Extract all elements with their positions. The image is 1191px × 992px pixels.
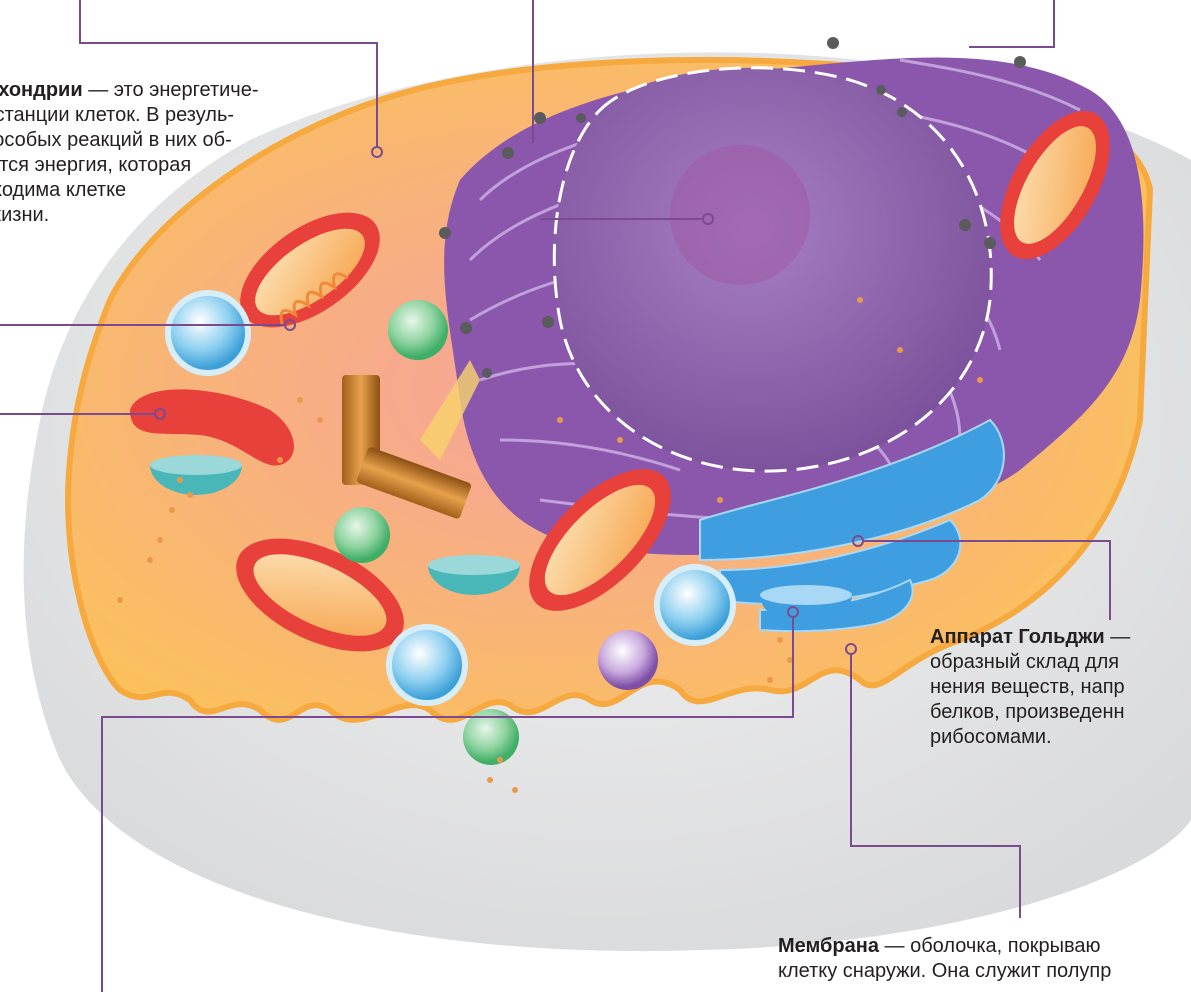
mitochondria-line-3: тате особых реакций в них об- bbox=[0, 128, 259, 153]
golgi-line-5: рибосомами. bbox=[930, 725, 1130, 750]
membrane-line-2: клетку снаружи. Она служит полупр bbox=[778, 959, 1111, 984]
golgi-line-3: нения веществ, напр bbox=[930, 675, 1130, 700]
mitochondria-label: Митохондрии — это энергетиче- ские станц… bbox=[0, 78, 259, 228]
golgi-line-1: — bbox=[1110, 626, 1130, 648]
mitochondria-line-4: разуется энергия, которая bbox=[0, 153, 259, 178]
golgi-line-2: образный склад для bbox=[930, 650, 1130, 675]
mitochondria-line-6: для жизни. bbox=[0, 203, 259, 228]
golgi-line-4: белков, произведенн bbox=[930, 700, 1130, 725]
mitochondria-line-5: необходима клетке bbox=[0, 178, 259, 203]
membrane-line-1: — оболочка, покрываю bbox=[885, 935, 1101, 957]
membrane-term: Мембрана bbox=[778, 935, 879, 957]
golgi-label: Аппарат Гольджи — образный склад для нен… bbox=[930, 625, 1130, 750]
nucleolus bbox=[670, 145, 810, 285]
golgi-term: Аппарат Гольджи bbox=[930, 626, 1105, 648]
mitochondria-line-2: ские станции клеток. В резуль- bbox=[0, 103, 259, 128]
mitochondria-line-1: — это энергетиче- bbox=[88, 79, 258, 101]
mitochondria-term: Митохондрии bbox=[0, 79, 83, 101]
membrane-label: Мембрана — оболочка, покрываю клетку сна… bbox=[778, 934, 1111, 984]
